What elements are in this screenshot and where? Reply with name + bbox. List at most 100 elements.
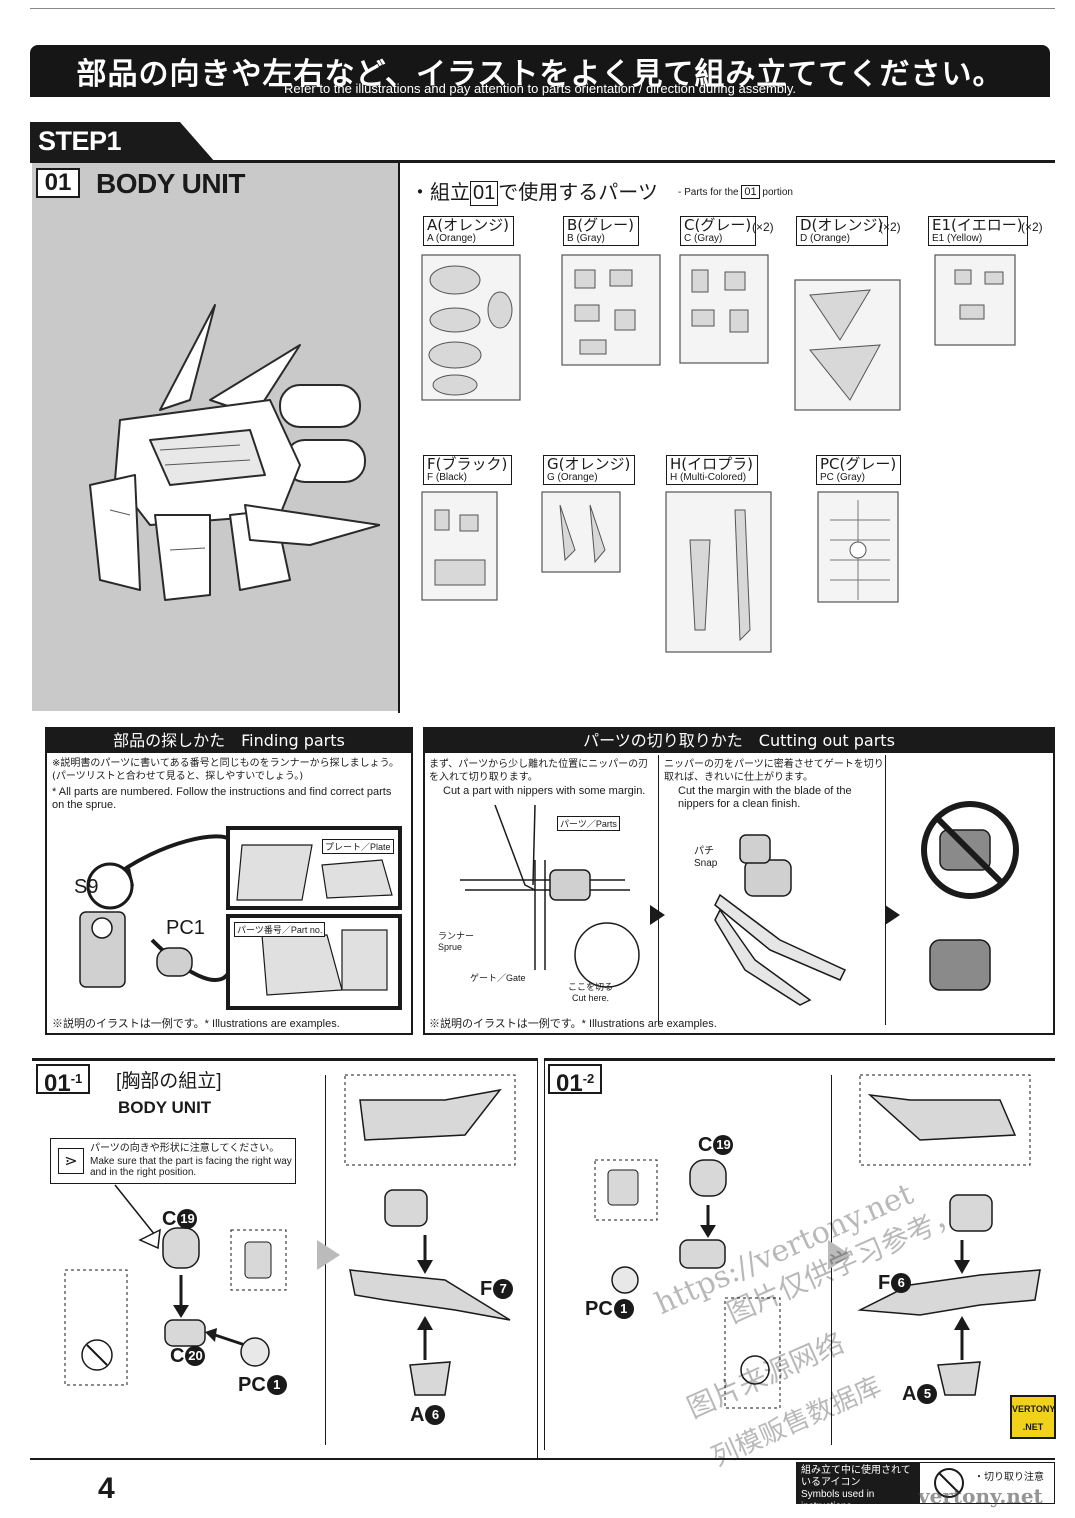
runner-f-en: F (Black) xyxy=(427,471,467,483)
finding-parts-title: 部品の探しかた Finding parts xyxy=(47,729,411,753)
notice-icon: ⋗ xyxy=(58,1148,84,1174)
footer-icons-jp: 組み立て中に使用されているアイコン xyxy=(801,1465,911,1488)
runner-g-en: G (Orange) xyxy=(547,471,598,483)
runner-label-b: B(グレー) B (Gray) xyxy=(563,216,639,247)
runner-f-jp: F(ブラック) xyxy=(427,455,508,473)
top-rule xyxy=(30,8,1055,9)
snap-label: パチ Snap xyxy=(694,846,717,870)
footer-divider xyxy=(30,1458,1055,1460)
runner-label-h: H(イロプラ) H (Multi-Colored) xyxy=(666,455,758,486)
parts-subheading: - Parts for the 01 portion xyxy=(678,185,793,199)
header-title-jp: 部品の向きや左右など、イラストをよく見て組み立ててください。 xyxy=(76,57,1004,92)
runner-label-a: A(オレンジ) A (Orange) xyxy=(423,216,514,247)
footer-icons-caption: 組み立て中に使用されているアイコン Symbols used in instru… xyxy=(796,1462,919,1512)
callout-a6-num: 6 xyxy=(425,1405,446,1425)
parts-heading-box: 01 xyxy=(470,181,499,206)
step-label: STEP1 xyxy=(38,126,122,156)
runner-label-d: D(オレンジ) D (Orange) xyxy=(796,216,889,247)
cutting-divider-1 xyxy=(658,755,659,1025)
substep1-frame xyxy=(32,1058,538,1458)
runner-g-jp: G(オレンジ) xyxy=(547,455,631,473)
substep1-number-main: 01 xyxy=(44,1070,71,1097)
cutting-step2-en: Cut the margin with the blade of the nip… xyxy=(678,785,852,810)
runner-e1-en: E1 (Yellow) xyxy=(932,232,983,244)
parts-subheading-box: 01 xyxy=(741,185,760,199)
cut-here-jp: ここを切る xyxy=(568,982,614,992)
runner-b-jp: B(グレー) xyxy=(567,216,634,234)
part-no-label: パーツ番号／Part no. xyxy=(234,922,326,937)
cutting-step2-jp: ニッパーの刃をパーツに密着させてゲートを切り取れば、きれいに仕上がります。 xyxy=(664,759,884,783)
substep1-illustration xyxy=(64,1074,516,1396)
runner-label-pc: PC(グレー) PC (Gray) xyxy=(816,455,902,486)
runner-a-en: A (Orange) xyxy=(427,232,476,244)
substep2-frame xyxy=(544,1058,1055,1450)
runner-a-jp: A(オレンジ) xyxy=(427,216,509,234)
runner-pc-jp: PC(グレー) xyxy=(820,455,897,473)
callout-c19-b-num: 19 xyxy=(713,1135,734,1155)
callout-f7-num: 7 xyxy=(493,1279,514,1299)
sprue-label-jp: ランナー xyxy=(438,931,475,941)
runner-label-c: C(グレー) C (Gray) xyxy=(680,216,757,247)
vertony-badge: VERTONY .NET xyxy=(1010,1395,1056,1439)
runner-label-g: G(オレンジ) G (Orange) xyxy=(543,455,636,486)
cutting-divider-2 xyxy=(885,755,886,1025)
substep2-number: 01-2 xyxy=(548,1064,603,1097)
cut-here-label: ここを切る Cut here. xyxy=(568,982,613,1004)
runner-c-qty: (×2) xyxy=(752,220,774,234)
sprue-label: ランナー Sprue xyxy=(438,931,474,953)
cutting-illustration xyxy=(460,801,1019,1006)
sprue-g xyxy=(541,491,621,573)
snap-en: Snap xyxy=(694,858,718,869)
header-banner xyxy=(30,45,1050,97)
step-tag-shape xyxy=(30,122,215,162)
callout-c19-num: 19 xyxy=(177,1209,198,1229)
callout-pc1-b-num: 1 xyxy=(613,1299,634,1319)
sprue-e1 xyxy=(934,254,1016,346)
runner-c-jp: C(グレー) xyxy=(684,216,752,234)
gate-label: ゲート／Gate xyxy=(470,973,526,983)
callout-c20-letter: C xyxy=(170,1345,185,1367)
substep2-number-sub: -2 xyxy=(582,1071,595,1086)
callout-f6-num: 6 xyxy=(891,1273,912,1293)
callout-pc1-b-letter: PC xyxy=(585,1298,613,1320)
step-title: BODY UNIT xyxy=(96,168,246,199)
footer-icons-en: Symbols used in instructions xyxy=(801,1489,875,1512)
notice-jp: パーツの向きや形状に注意してください。 xyxy=(90,1143,280,1154)
step-divider xyxy=(30,160,1055,163)
runner-b-en: B (Gray) xyxy=(567,232,605,244)
callout-c19-letter: C xyxy=(162,1208,177,1230)
snap-jp: パチ xyxy=(694,846,714,857)
substep1-title-en: BODY UNIT xyxy=(118,1098,212,1117)
parts-label: パーツ／Parts xyxy=(557,816,620,831)
runner-e1-qty: (×2) xyxy=(1021,220,1043,234)
notice-box xyxy=(50,1138,296,1184)
label-pc1: PC1 xyxy=(166,917,205,939)
sprue-h xyxy=(665,491,772,653)
substep2-illustration xyxy=(594,1074,1041,1409)
header-title-en: Refer to the illustrations and pay atten… xyxy=(283,81,797,96)
parts-heading-prefix: ・組立 xyxy=(410,180,470,204)
cutting-step1-en: Cut a part with nippers with some margin… xyxy=(443,785,646,797)
parts-subheading-suffix: portion xyxy=(762,187,793,198)
substep1-number-sub: -1 xyxy=(70,1071,83,1086)
label-s9: S9 xyxy=(74,876,99,898)
step-number: 01 xyxy=(36,168,80,198)
substep1-title-jp: [胸部の組立] xyxy=(116,1071,222,1092)
plate-label: プレート／Plate xyxy=(322,839,394,854)
cut-caution-icon xyxy=(934,1468,964,1498)
body-unit-illustration xyxy=(89,304,380,601)
substep2-number-main: 01 xyxy=(556,1070,583,1097)
runner-d-jp: D(オレンジ) xyxy=(800,216,884,234)
callout-a5-num: 5 xyxy=(917,1384,938,1404)
callout-pc1-a-num: 1 xyxy=(266,1375,287,1395)
finding-parts-note-jp: ※説明書のパーツに書いてある番号と同じものをランナーから探しましょう。(パーツリ… xyxy=(52,758,399,782)
runner-c-en: C (Gray) xyxy=(684,232,723,244)
page-number: 4 xyxy=(98,1472,115,1505)
notice-en: Make sure that the part is facing the ri… xyxy=(90,1156,292,1178)
